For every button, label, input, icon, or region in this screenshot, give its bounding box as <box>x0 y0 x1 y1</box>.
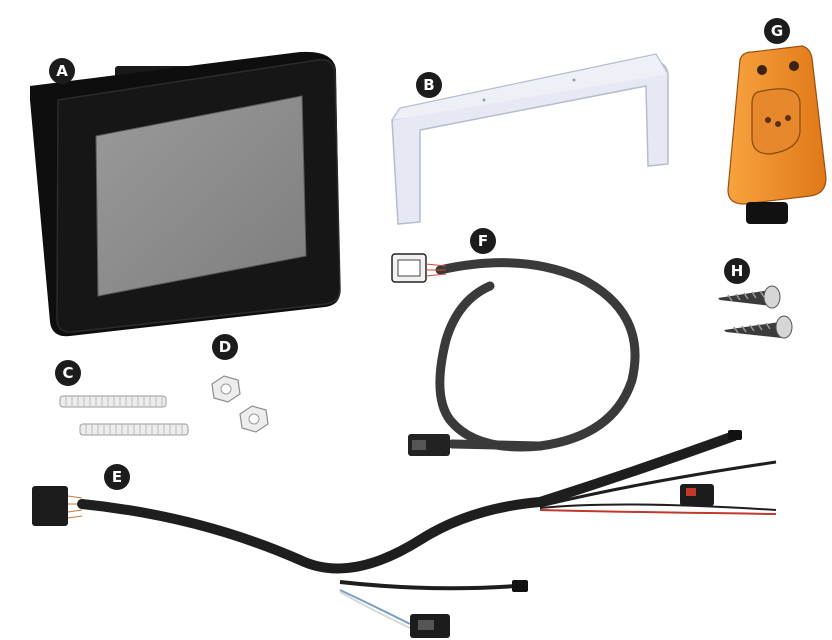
label-b: B <box>416 72 442 98</box>
display-unit <box>30 51 341 337</box>
label-h: H <box>724 258 750 284</box>
label-f: F <box>470 228 496 254</box>
threaded-studs <box>59 395 189 436</box>
label-d: D <box>212 334 238 360</box>
sensor-module <box>727 45 827 224</box>
label-g: G <box>764 18 790 44</box>
hex-nuts <box>211 375 269 433</box>
screws <box>718 285 793 339</box>
label-a: A <box>49 58 75 84</box>
extension-cable <box>391 253 640 456</box>
label-c: C <box>55 360 81 386</box>
label-e: E <box>104 464 130 490</box>
power-harness <box>32 430 777 638</box>
mounting-bracket <box>391 53 669 225</box>
